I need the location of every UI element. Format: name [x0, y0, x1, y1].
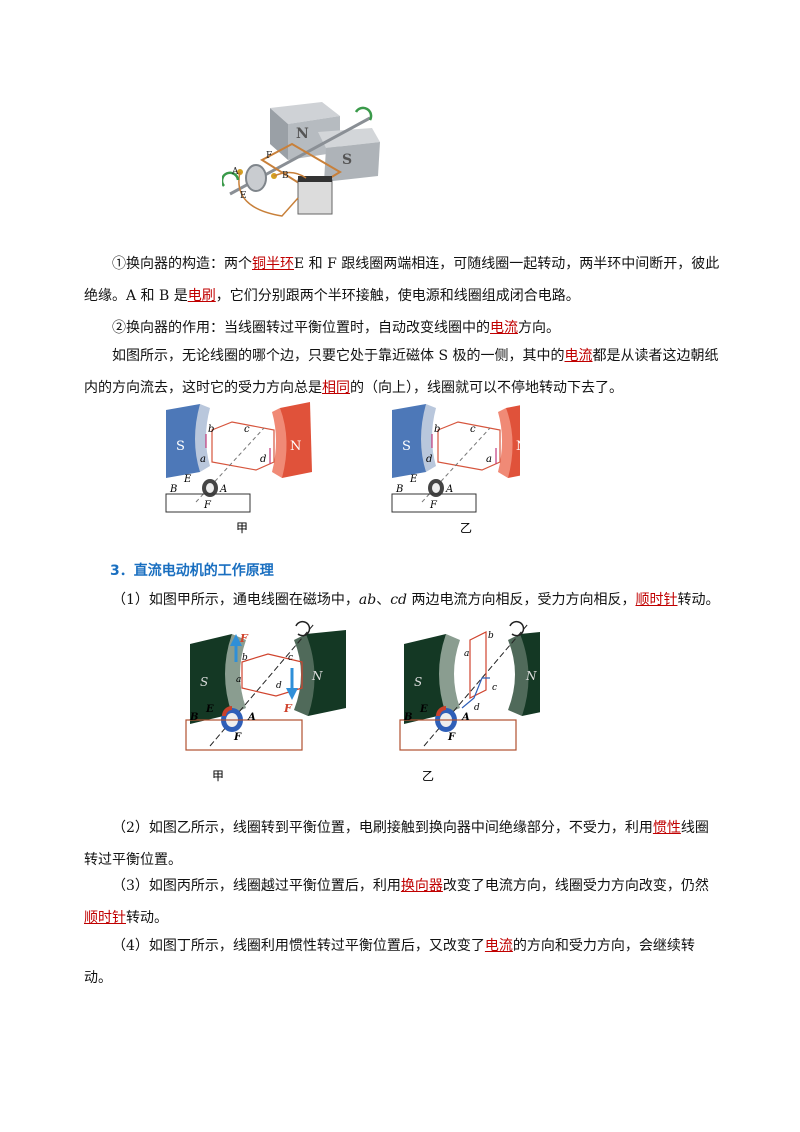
svg-text:N: N [311, 669, 323, 683]
svg-text:c: c [470, 424, 476, 435]
svg-text:A: A [461, 712, 470, 723]
svg-text:S: S [200, 675, 208, 689]
svg-text:d: d [260, 454, 266, 465]
dc-motor-diagram-pair: S N F F b c a d B A E F 甲 S N [185, 620, 540, 783]
svg-text:d: d [426, 454, 432, 465]
svg-text:E: E [183, 474, 192, 485]
motor-jia: S N F F b c a d B A E F 甲 [185, 620, 346, 783]
svg-text:c: c [288, 653, 293, 663]
svg-text:E: E [205, 704, 214, 715]
svg-text:B: B [395, 484, 403, 495]
svg-text:a: a [200, 454, 206, 465]
svg-text:乙: 乙 [460, 521, 472, 535]
svg-text:甲: 甲 [212, 769, 224, 783]
paragraph-figure-explanation: 如图所示，无论线圈的哪个边，只要它处于靠近磁体 S 极的一侧，其中的电流都是从读… [84, 348, 719, 396]
paragraph-commutator-function: ②换向器的作用：当线圈转过平衡位置时，自动改变线圈中的电流方向。 [112, 320, 560, 336]
svg-text:a: a [486, 454, 492, 465]
magnet-s-label: S [342, 152, 352, 168]
label-b: B [282, 171, 289, 181]
svg-text:b: b [242, 653, 248, 663]
svg-text:b: b [434, 424, 440, 435]
svg-text:E: E [419, 704, 428, 715]
svg-text:S: S [176, 439, 185, 454]
svg-text:F: F [203, 500, 212, 511]
motor-diagram: N S A B E F [222, 98, 382, 230]
label-e: E [240, 191, 247, 201]
paragraph-step-4: （4）如图丁所示，线圈利用惯性转过平衡位置后，又改变了电流的方向和受力方向，会继… [84, 938, 695, 986]
label-a: A [231, 167, 239, 177]
svg-text:B: B [189, 712, 198, 723]
svg-text:A: A [445, 484, 453, 495]
svg-text:E: E [409, 474, 418, 485]
svg-text:F: F [239, 632, 249, 645]
svg-text:b: b [208, 424, 214, 435]
svg-text:A: A [247, 712, 256, 723]
diagram-jia: S N b c a d B A E F 甲 [165, 402, 312, 535]
svg-text:B: B [403, 712, 412, 723]
svg-text:N: N [290, 439, 301, 454]
svg-text:c: c [492, 683, 497, 693]
section-heading: 3．直流电动机的工作原理 [110, 563, 274, 579]
svg-text:S: S [414, 675, 422, 689]
svg-text:乙: 乙 [422, 769, 434, 783]
svg-text:F: F [447, 732, 456, 743]
svg-text:d: d [474, 703, 480, 713]
svg-text:N: N [516, 439, 520, 454]
svg-text:b: b [488, 631, 494, 641]
svg-text:F: F [429, 500, 438, 511]
paragraph-step-2: （2）如图乙所示，线圈转到平衡位置，电刷接触到换向器中间绝缘部分，不受力，利用惯… [84, 820, 709, 868]
paragraph-step-1: （1）如图甲所示，通电线圈在磁场中，ab、cd 两边电流方向相反，受力方向相反，… [112, 592, 720, 608]
svg-text:d: d [276, 681, 282, 691]
magnet-n-label: N [296, 126, 309, 142]
svg-text:甲: 甲 [236, 521, 248, 535]
svg-text:S: S [402, 439, 411, 454]
svg-text:a: a [236, 675, 241, 685]
svg-text:F: F [283, 702, 293, 715]
svg-text:A: A [219, 484, 227, 495]
svg-text:N: N [525, 669, 537, 683]
label-f: F [266, 151, 272, 161]
svg-text:B: B [169, 484, 177, 495]
diagram-yi: S N c b d a B A E F 乙 [391, 404, 520, 535]
motor-yi: S N a b c d B A E F 乙 [399, 620, 540, 783]
svg-text:F: F [233, 732, 242, 743]
svg-text:a: a [464, 649, 469, 659]
paragraph-commutator-structure: ①换向器的构造：两个铜半环E 和 F 跟线圈两端相连，可随线圈一起转动，两半环中… [84, 256, 720, 304]
commutator-diagram-pair: S N b c a d B A E F 甲 S N c b d a [165, 402, 520, 535]
svg-text:c: c [244, 424, 250, 435]
paragraph-step-3: （3）如图丙所示，线圈越过平衡位置后，利用换向器改变了电流方向，线圈受力方向改变… [84, 878, 709, 926]
